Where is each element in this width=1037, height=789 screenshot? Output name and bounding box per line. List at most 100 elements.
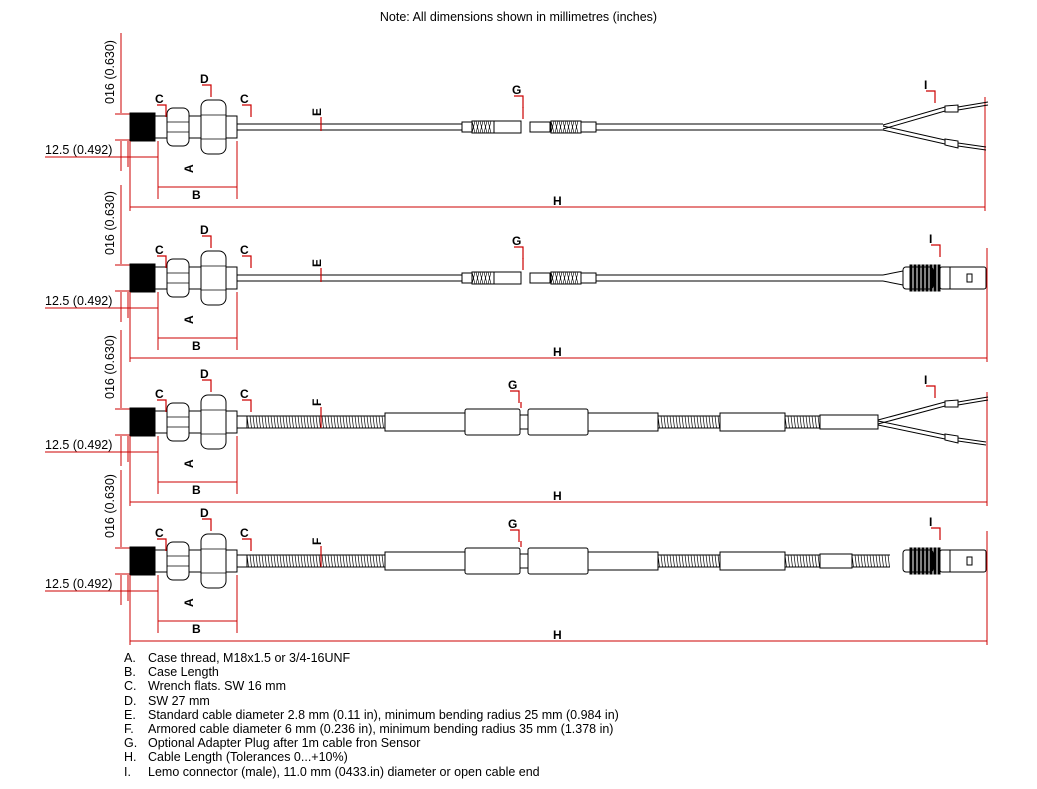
armor-wrap (294, 415, 297, 429)
wire (877, 405, 946, 425)
armor-wrap (309, 554, 312, 568)
armor-wrap (348, 554, 351, 568)
armor-wrap (705, 415, 708, 429)
armor-wrap (312, 554, 315, 568)
armor-wrap (318, 554, 321, 568)
thread-body (188, 115, 202, 139)
callout-letter: G (508, 517, 517, 531)
leader-line (157, 104, 167, 117)
plug-body (527, 547, 589, 575)
armor-wrap (267, 554, 270, 568)
armor-wrap (252, 554, 255, 568)
nut (200, 99, 227, 155)
armor-wrap (291, 415, 294, 429)
armor-wrap (811, 415, 814, 429)
knurl-line (483, 120, 488, 134)
armor-wrap (814, 554, 817, 568)
dimensions-note: Note: All dimensions shown in millimetre… (379, 10, 658, 24)
plug-body (493, 271, 522, 285)
lemo-key (966, 273, 973, 283)
armor-wrap (354, 415, 357, 429)
legend-letter: E. (124, 707, 136, 722)
armor-wrap (276, 415, 279, 429)
armor-wrap (805, 415, 808, 429)
knurl-line (550, 271, 555, 285)
armor-wrap (378, 415, 381, 429)
armor-wrap (787, 554, 790, 568)
armor-wrap (282, 554, 285, 568)
length-label: 12.5 (0.492) (45, 294, 112, 308)
armor-wrap (351, 554, 354, 568)
callout-g: G (508, 378, 520, 403)
callout-i: I (924, 78, 936, 103)
callout-letter: G (512, 234, 521, 248)
callout-letter: C (240, 387, 249, 401)
callout-letter: D (200, 72, 209, 86)
knurl-line (479, 120, 484, 134)
armored-cable (246, 415, 385, 429)
armor-wrap (258, 554, 261, 568)
armor-wrap (282, 415, 285, 429)
armored-cable (246, 554, 385, 568)
plug-body (464, 408, 521, 436)
armor-wrap (811, 554, 814, 568)
knurl-line (570, 271, 575, 285)
legend-text: Optional Adapter Plug after 1m cable fro… (148, 736, 421, 751)
armor-wrap (878, 554, 881, 568)
legend-letter: I. (124, 764, 131, 779)
callout-d: D (200, 506, 212, 531)
knurl-line (487, 271, 492, 285)
armor-wrap (315, 554, 318, 568)
armor-wrap (339, 554, 342, 568)
plug-body (527, 408, 589, 436)
armor-wrap (796, 415, 799, 429)
legend-item: H.Cable Length (Tolerances 0...+10%) (124, 750, 619, 764)
lemo-ring (921, 547, 925, 575)
armor-wrap (814, 415, 817, 429)
armor-wrap (357, 554, 360, 568)
armor-wrap (793, 554, 796, 568)
armor-wrap (309, 415, 312, 429)
callout-letter: H (553, 628, 562, 642)
armor-wrap (717, 415, 720, 429)
armor-wrap (711, 415, 714, 429)
callout-letter: D (200, 367, 209, 381)
leader-line (157, 255, 167, 268)
armor-wrap (681, 554, 684, 568)
plug-pin (529, 272, 551, 284)
armor-sleeve (587, 412, 659, 432)
armor-wrap (330, 415, 333, 429)
leader-line (931, 244, 941, 257)
armor-wrap (696, 554, 699, 568)
lemo-ring (925, 547, 929, 575)
callout-letter: G (512, 83, 521, 97)
armor-wrap (336, 554, 339, 568)
wire-tip (957, 399, 989, 406)
wire-tip (957, 145, 987, 151)
armor-wrap (693, 554, 696, 568)
armored-cable (657, 415, 720, 429)
plug-collar (461, 121, 473, 133)
knurl-line (475, 271, 480, 285)
legend-letter: G. (124, 736, 138, 751)
armor-wrap (884, 554, 887, 568)
armor-wrap (660, 554, 663, 568)
armor-sleeve (719, 412, 786, 432)
wire (882, 129, 946, 145)
legend-item: A.Case thread, M18x1.5 or 3/4-16UNF (124, 651, 619, 665)
armor-wrap (678, 415, 681, 429)
knurl-line (574, 271, 579, 285)
lemo-ring (913, 547, 917, 575)
armor-wrap (342, 415, 345, 429)
armor-sleeve (384, 412, 466, 432)
ferrule (944, 433, 959, 444)
plug-body (493, 120, 522, 134)
armor-wrap (264, 415, 267, 429)
plug-collar (519, 414, 529, 430)
armor-wrap (696, 415, 699, 429)
leader-line (242, 104, 252, 117)
armor-wrap (252, 415, 255, 429)
armor-wrap (261, 554, 264, 568)
